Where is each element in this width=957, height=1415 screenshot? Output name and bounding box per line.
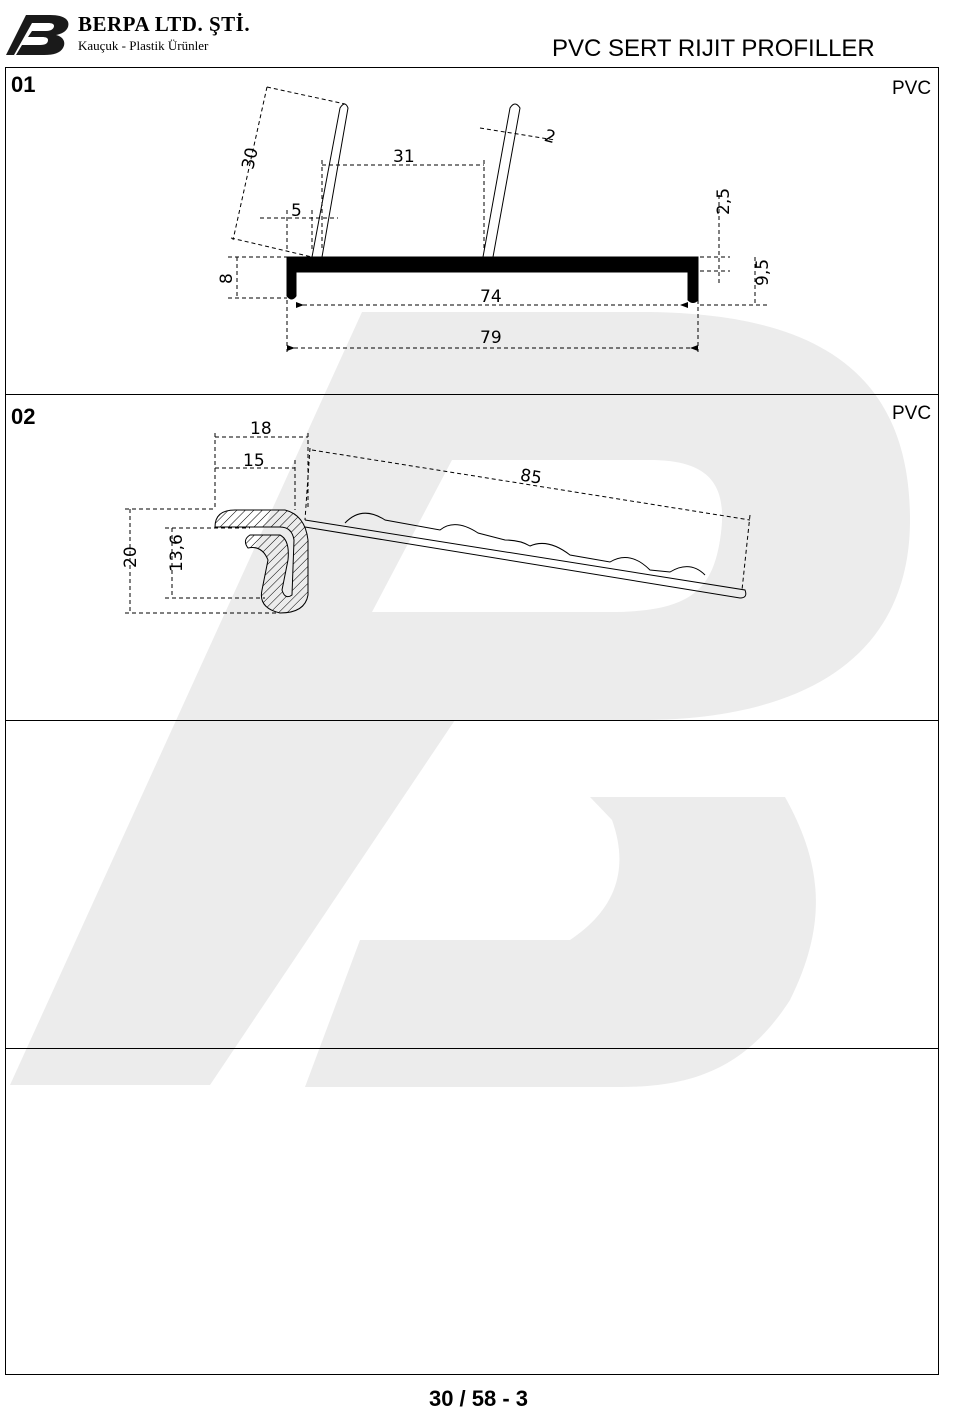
dim-15: 15 (243, 451, 265, 471)
dim-31: 31 (393, 147, 415, 167)
dim-74: 74 (480, 287, 502, 307)
page-number: 30 / 58 - 3 (428, 1386, 529, 1411)
dim-5: 5 (291, 201, 302, 221)
dim-13-6: 13,6 (167, 534, 187, 572)
dim-79: 79 (480, 328, 502, 348)
dim-2-5: 2,5 (714, 188, 734, 215)
dim-8: 8 (217, 273, 237, 284)
company-subtitle: Kauçuk - Plastik Ürünler (78, 38, 209, 53)
section-divider (6, 720, 938, 721)
section-divider (6, 1048, 938, 1049)
dim-20: 20 (121, 546, 141, 568)
catalog-frame (5, 67, 939, 1375)
dim-18: 18 (250, 419, 272, 439)
company-name: BERPA LTD. ŞTİ. (78, 12, 251, 36)
dim-9-5: 9,5 (753, 259, 773, 286)
section-material: PVC (892, 78, 932, 99)
berpa-logo-icon (6, 15, 69, 55)
dim-2: 2 (542, 126, 558, 148)
profile-drawing-02: 18 15 85 20 13,6 (121, 419, 751, 614)
section-divider (6, 394, 938, 395)
section-number: 01 (11, 72, 36, 97)
profile-drawing-01: 30 31 2 5 2,5 8 9,5 74 79 (217, 86, 773, 352)
section-number: 02 (11, 404, 36, 429)
section-material: PVC (892, 403, 932, 424)
page-title: PVC SERT RIJIT PROFILLER (552, 35, 875, 62)
dim-30: 30 (238, 146, 262, 172)
dim-85: 85 (519, 466, 544, 489)
